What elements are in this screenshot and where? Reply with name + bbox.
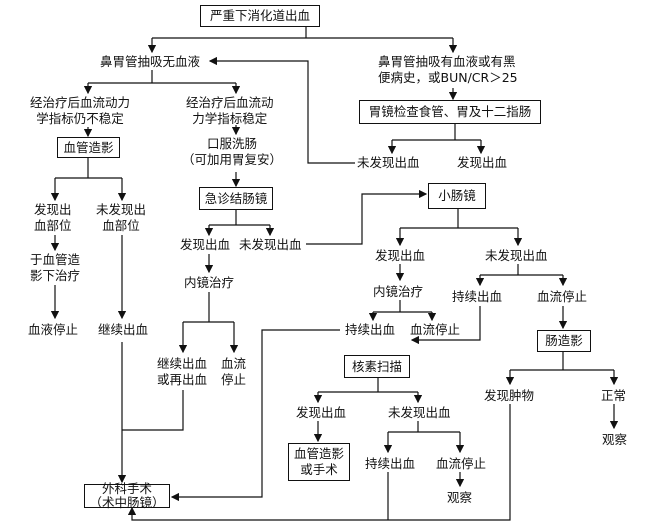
node-angio-or-surgery-line2: 或手术 xyxy=(300,462,338,477)
node-colon-found: 发现出血 xyxy=(180,237,231,252)
node-angio-found-line1: 发现出 xyxy=(34,202,72,217)
node-egd-found: 发现出血 xyxy=(457,155,508,170)
node-ng-blood-line1: 鼻胃管抽吸有血液或有黑 xyxy=(378,54,516,69)
node-flow-stop-2: 血流停止 xyxy=(410,322,461,337)
node-ng-blood-line2: 便病史，或BUN/CR＞25 xyxy=(378,70,518,85)
node-flow-stop-1-line1: 血流 xyxy=(221,356,247,371)
node-unstable-line1: 经治疗后血流动力 xyxy=(30,95,131,110)
node-angio-treatment-line2: 影下治疗 xyxy=(30,268,81,283)
node-oral-lavage: 口服洗肠 （可加用胃复安） xyxy=(182,136,282,168)
node-tumor-found: 发现肿物 xyxy=(484,388,535,403)
node-small-bowel-endoscopy: 小肠镜 xyxy=(428,183,486,209)
arrow-to-small-bowel xyxy=(306,189,428,245)
node-continue-or-rebleed-line1: 继续出血 xyxy=(157,356,208,371)
arrow-to-nuclide-from-sb xyxy=(410,306,481,345)
node-persistent-bleeding-3: 持续出血 xyxy=(365,456,416,471)
node-angio-found-line2: 血部位 xyxy=(34,218,72,233)
node-flow-stop-3: 血流停止 xyxy=(537,289,588,304)
node-sb-found: 发现出血 xyxy=(375,248,426,263)
node-angio-or-surgery: 血管造影 或手术 xyxy=(288,443,350,481)
node-endoscopic-treatment: 内镜治疗 xyxy=(184,275,235,290)
node-oral-lavage-line2: （可加用胃复安） xyxy=(182,152,283,167)
node-bleeding-stop-1: 血液停止 xyxy=(28,322,79,337)
node-nuclide-scan: 核素扫描 xyxy=(344,355,410,378)
node-stable-line2: 力学指标稳定 xyxy=(192,111,268,126)
node-colon-not-found: 未发现出血 xyxy=(239,237,302,252)
node-stable: 经治疗后血流动 力学指标稳定 xyxy=(186,95,274,127)
node-continue-or-rebleed-line2: 或再出血 xyxy=(157,372,208,387)
node-angio-or-surgery-line1: 血管造影 xyxy=(293,446,344,461)
arrow-egd-loop xyxy=(208,56,355,164)
line-rebleed-to-surgery xyxy=(122,390,184,431)
node-angio-treatment-line1: 于血管造 xyxy=(30,252,81,267)
node-continue-or-rebleed: 继续出血 或再出血 xyxy=(157,356,207,388)
node-flow-stop-4: 血流停止 xyxy=(436,456,487,471)
node-stable-line1: 经治疗后血流动 xyxy=(186,95,274,110)
node-egd-not-found: 未发现出血 xyxy=(357,155,420,170)
node-normal: 正常 xyxy=(601,388,627,403)
node-urgent-colonoscopy: 急诊结肠镜 xyxy=(199,187,273,210)
node-egd: 胃镜检查食管、胃及十二指肠 xyxy=(359,100,541,124)
node-unstable: 经治疗后血流动力 学指标仍不稳定 xyxy=(30,95,130,127)
node-oral-lavage-line1: 口服洗肠 xyxy=(207,136,258,151)
node-flow-stop-1: 血流 停止 xyxy=(221,356,246,388)
node-surgery: 外科手术 （术中肠镜） xyxy=(84,481,170,510)
node-sb-endoscopic-treatment: 内镜治疗 xyxy=(373,284,424,299)
node-surgery-line2: （术中肠镜） xyxy=(89,495,165,510)
node-persistent-bleeding-1: 持续出血 xyxy=(345,322,396,337)
node-unstable-line2: 学指标仍不稳定 xyxy=(36,111,124,126)
node-persistent-bleeding-2: 持续出血 xyxy=(452,289,503,304)
node-nuclide-not-found: 未发现出血 xyxy=(388,405,451,420)
node-sb-not-found: 未发现出血 xyxy=(485,248,548,263)
node-observe-2: 观察 xyxy=(602,432,628,447)
node-angio-found: 发现出 血部位 xyxy=(34,202,72,234)
node-angio-not-found-line2: 血部位 xyxy=(102,218,140,233)
node-small-bowel-contrast: 肠造影 xyxy=(537,330,591,352)
node-severe-lgib: 严重下消化道出血 xyxy=(200,5,320,27)
node-angiography: 血管造影 xyxy=(57,137,120,158)
node-nuclide-found: 发现出血 xyxy=(296,405,347,420)
node-continue-bleeding-1: 继续出血 xyxy=(98,322,149,337)
node-flow-stop-1-line2: 停止 xyxy=(221,372,247,387)
node-angio-not-found: 未发现出 血部位 xyxy=(96,202,146,234)
arrow-tumor-to-surgery xyxy=(127,404,511,521)
arrow-persistent-to-surgery xyxy=(170,329,340,502)
node-angio-treatment: 于血管造 影下治疗 xyxy=(30,252,80,284)
node-ng-no-blood: 鼻胃管抽吸无血液 xyxy=(100,54,201,69)
node-observe-1: 观察 xyxy=(447,490,473,505)
node-angio-not-found-line1: 未发现出 xyxy=(96,202,147,217)
node-surgery-line1: 外科手术 xyxy=(101,481,152,496)
node-ng-blood: 鼻胃管抽吸有血液或有黑 便病史，或BUN/CR＞25 xyxy=(378,54,518,86)
